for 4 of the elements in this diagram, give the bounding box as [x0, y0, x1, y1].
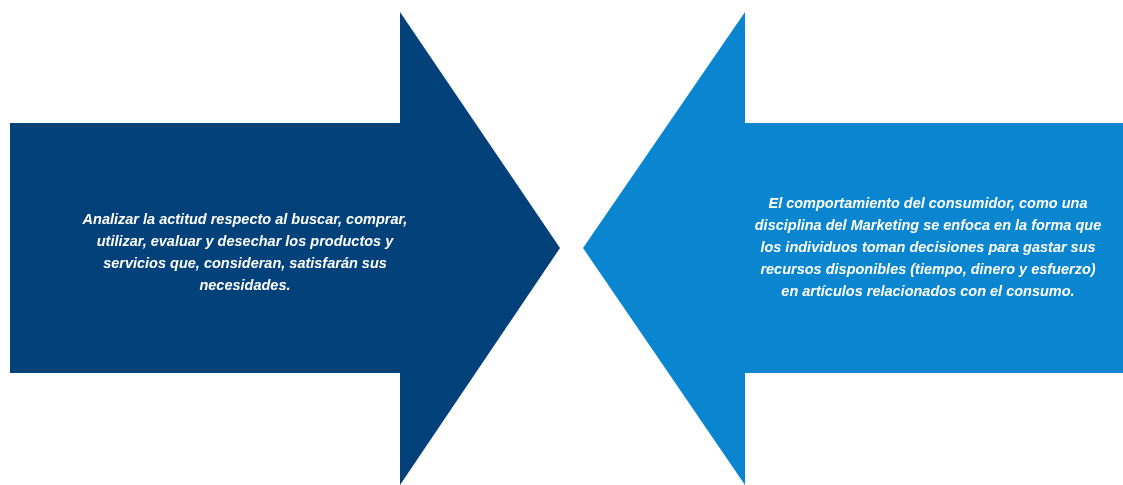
description-text: El comportamiento del consumidor, como una disciplina del Marketing se enfoca en la forma que los individuos toman decisiones para gastar sus recursos disponibles (tiempo, dinero y esfuerzo) en artículos relacionados con el consumo.: [753, 194, 1103, 301]
description-text: Analizar la actitud respecto al buscar, comprar, utilizar, evaluar y desechar los productos y servicios que, consideran, satisfarán sus necesidades.: [81, 210, 409, 295]
arrow-shape: [10, 12, 560, 485]
arrow-shape: [583, 12, 1123, 485]
